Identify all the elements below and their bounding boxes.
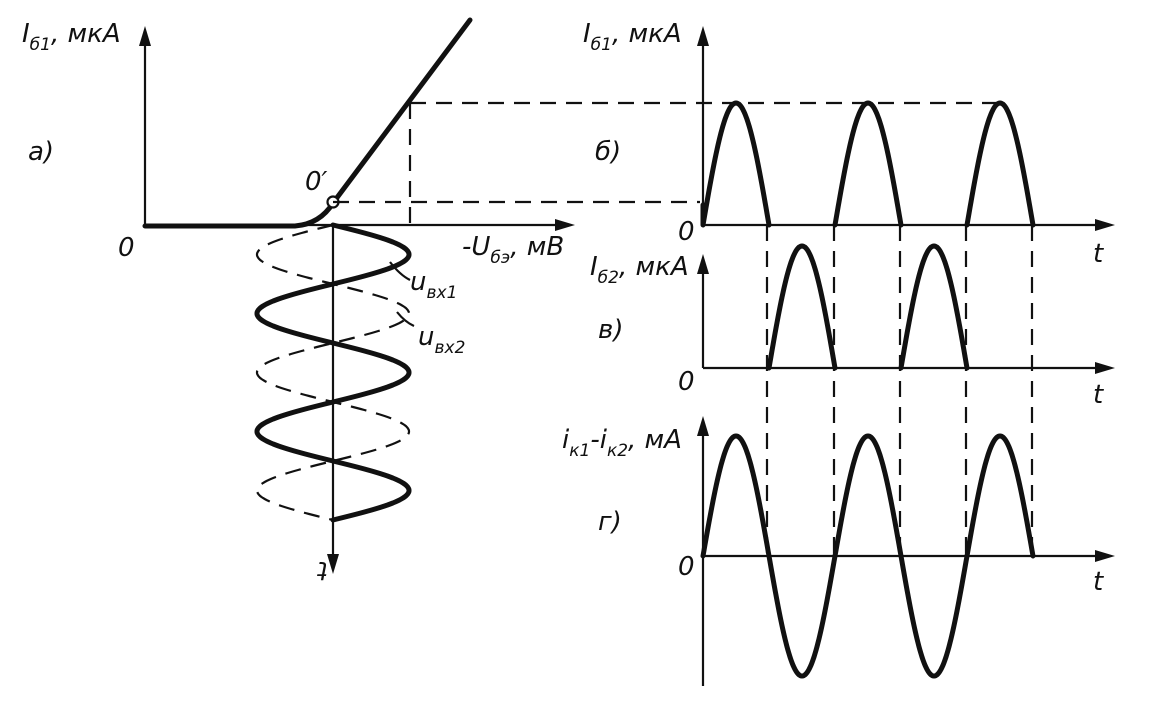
panel-a-y-label: Iб1, мкА <box>22 19 121 55</box>
panel-a-tag: a) <box>28 137 54 167</box>
panel-g-y-arrow <box>697 416 709 436</box>
signal-1-label: uвх1 <box>410 267 457 303</box>
panel-b-tag: б) <box>595 137 621 167</box>
panel-a-time-arrow <box>327 554 339 574</box>
panel-a-x-arrow <box>555 219 575 231</box>
signal-1-leader <box>389 261 411 281</box>
panel-v-x-label: t <box>1093 380 1104 410</box>
panel-a-x-label: -Uбэ, мВ <box>462 232 564 268</box>
panel-v-x-arrow <box>1095 362 1115 374</box>
base-current-2-curve <box>766 243 970 371</box>
panel-b-origin: 0 <box>678 217 695 247</box>
panel-b-y-label: Iб1, мкА <box>583 19 682 55</box>
time-sync-dashed-lines <box>701 202 1034 556</box>
panel-b: б) Iб1, мкА 0 t <box>583 19 1115 269</box>
panel-g-x-arrow <box>1095 550 1115 562</box>
panel-b-x-arrow <box>1095 219 1115 231</box>
panel-a-y-arrow <box>139 26 151 46</box>
base-current-1-curve <box>700 100 1036 228</box>
collector-current-difference-curve <box>700 433 1036 679</box>
panel-a-time-label: t <box>317 555 328 585</box>
panel-b-x-label: t <box>1093 239 1104 269</box>
panel-v: в) Iб2, мкА 0 t <box>590 243 1115 410</box>
panel-g-y-label: iк1-iк2, мА <box>562 425 682 461</box>
input-signal-1-curve <box>254 222 412 523</box>
panel-v-tag: в) <box>598 315 623 345</box>
panel-g-tag: г) <box>598 507 622 537</box>
panel-a: a) Iб1, мкА -Uбэ, мВ 0 0′ t uвх1 uвх2 <box>22 17 1003 585</box>
input-signal-2-curve <box>255 223 411 522</box>
operating-point-label: 0′ <box>305 167 328 197</box>
panel-v-y-arrow <box>697 254 709 274</box>
signal-2-label: uвх2 <box>418 322 465 358</box>
panel-v-origin: 0 <box>678 367 695 397</box>
panel-g-x-label: t <box>1093 567 1104 597</box>
panel-b-y-arrow <box>697 26 709 46</box>
panel-g-origin: 0 <box>678 552 695 582</box>
signal-2-leader <box>396 311 415 328</box>
panel-g: г) iк1-iк2, мА 0 t <box>562 416 1115 686</box>
panel-v-y-label: Iб2, мкА <box>590 252 689 288</box>
panel-a-origin: 0 <box>118 233 135 263</box>
